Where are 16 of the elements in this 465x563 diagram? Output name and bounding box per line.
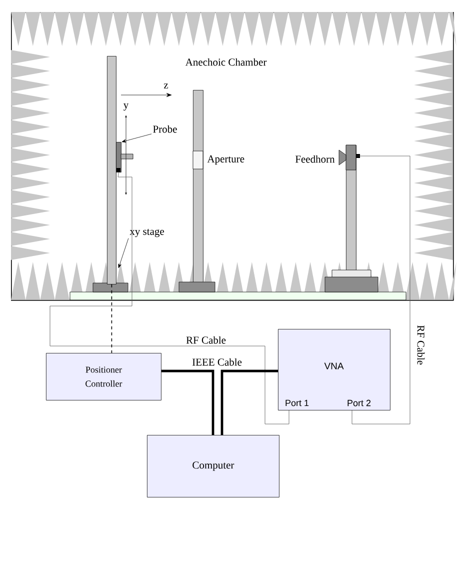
probe-drawing — [116, 142, 134, 172]
node-caption: Feedhorn — [295, 155, 335, 163]
callout-text: Probe — [153, 125, 177, 133]
node-caption: Aperture — [207, 155, 244, 165]
controller-box: Positioner Controller — [46, 353, 162, 400]
cable — [161, 370, 214, 435]
cable — [352, 156, 410, 424]
cable — [50, 172, 290, 424]
leader-line — [122, 134, 152, 142]
cable — [220, 370, 278, 435]
computer-box: Computer — [147, 435, 280, 498]
axis-label: z — [164, 84, 168, 88]
leader-line — [118, 238, 129, 268]
cable — [111, 284, 112, 354]
vna-box: VNA Port 1 Port 2 — [278, 329, 390, 410]
callout-text: xy stage — [130, 228, 164, 238]
